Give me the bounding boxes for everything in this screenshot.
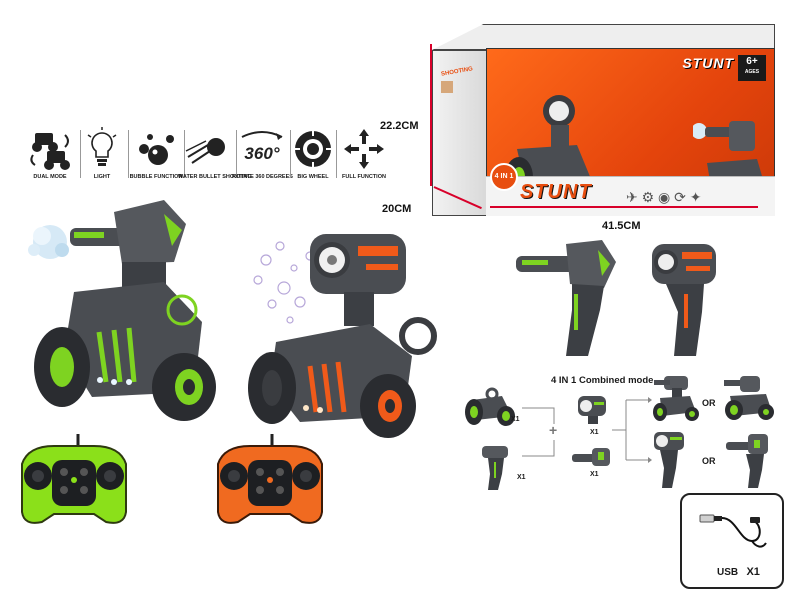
orange-bubble-gun-handheld-image [652, 244, 716, 356]
age-badge: 6+ AGES [738, 55, 766, 81]
box-brand-top: STUNT [682, 55, 734, 71]
usb-cable-icon [699, 514, 767, 548]
depth-label: 20CM [382, 203, 412, 215]
usb-cable-panel [680, 493, 784, 589]
part-car-base [465, 387, 515, 426]
feature-rotate-360: 360° ROTATE 360 DEGREES [232, 126, 293, 180]
box-brand-main: STUNT [520, 181, 592, 203]
part-bubble-head [578, 396, 606, 424]
box-bottom-band: STUNT 4 IN 1 ✈ ⚙ ◉ ⟳ ✦ [486, 163, 775, 216]
qty-bubble-head: X1 [590, 429, 599, 436]
result-water-gun [726, 434, 768, 488]
divider [236, 130, 237, 178]
light-icon [72, 126, 132, 172]
green-water-gun-handheld-image [516, 240, 616, 356]
width-label: 41.5CM [602, 220, 641, 232]
box-side-face: SHOOTING [432, 50, 488, 216]
divider [184, 130, 185, 178]
feature-water-bullet: WATER BULLET SHOOTING [178, 126, 252, 180]
height-label: 22.2CM [380, 120, 419, 132]
divider [128, 130, 129, 178]
bubbles [253, 241, 315, 324]
box-top-face [432, 24, 775, 50]
result-bubble-gun [654, 432, 684, 488]
qty-water-gun-head: X1 [590, 471, 599, 478]
green-stunt-car-image [28, 200, 216, 421]
qty-car-base: X1 [511, 416, 520, 423]
feature-dual-mode: DUAL MODE [20, 126, 80, 180]
feature-big-wheel: BIG WHEEL [283, 126, 343, 180]
orange-remote-controller-image [217, 434, 323, 524]
feature-full-function: FULL FUNCTION [334, 126, 394, 180]
or-label-2: OR [702, 456, 716, 466]
qty-handle: X1 [517, 474, 526, 481]
divider [80, 130, 81, 178]
rotate-360-text: 360° [244, 144, 279, 163]
water-splash [28, 225, 69, 259]
result-water-car [653, 376, 699, 421]
bubble-icon [126, 126, 186, 172]
orange-stunt-car-image [248, 234, 437, 438]
water-bullet-icon [178, 126, 238, 172]
combined-mode-title: 4 IN 1 Combined mode [551, 375, 654, 386]
width-dimension-line [490, 206, 758, 208]
full-function-icon [334, 126, 394, 172]
box-side-patch [441, 81, 453, 93]
feature-bubble: BUBBLE FUNCTION [126, 126, 186, 180]
dual-mode-icon [20, 126, 80, 172]
feature-light: LIGHT [72, 126, 132, 180]
part-water-gun-head [572, 448, 610, 466]
or-label-1: OR [702, 398, 716, 408]
green-remote-controller-image [21, 434, 127, 524]
height-dimension-line [430, 44, 432, 186]
plus-sign: + [549, 422, 558, 438]
divider [336, 130, 337, 178]
rotate-360-icon: 360° [232, 126, 292, 172]
result-water-car-alt [724, 376, 774, 420]
result-bracket [612, 397, 652, 463]
box-4in1-badge: 4 IN 1 [490, 163, 518, 191]
box-function-icons: ✈ ⚙ ◉ ⟳ ✦ [626, 189, 702, 205]
usb-label: USB X1 [717, 566, 760, 578]
box-side-logo: SHOOTING [440, 66, 474, 78]
divider [290, 130, 291, 178]
green-car-wheels [34, 327, 216, 421]
orange-car-wheels [248, 352, 416, 438]
combine-connector-lines [522, 407, 555, 457]
big-wheel-icon [283, 126, 343, 172]
part-handle [482, 446, 508, 490]
